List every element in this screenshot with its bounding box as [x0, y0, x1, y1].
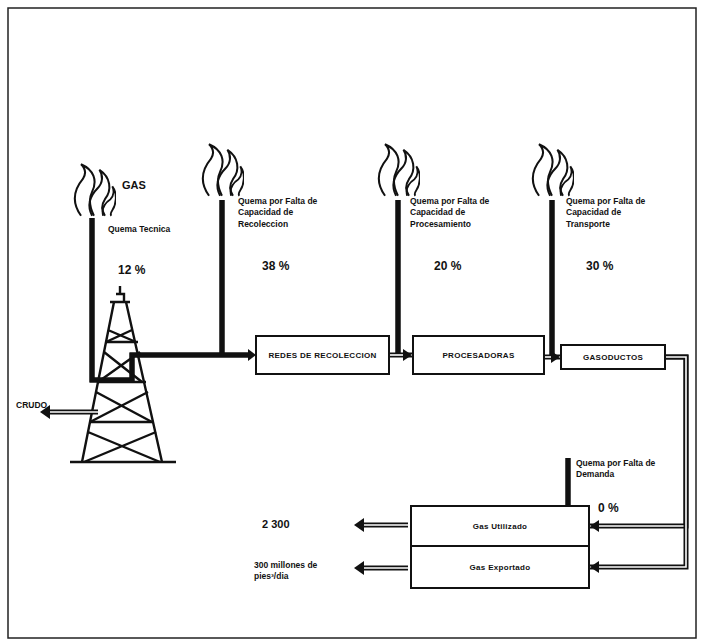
flow-label: 300 millones de pies³/dia — [254, 560, 350, 583]
flow-label: Quema por Falta de Capacidad de Procesam… — [410, 196, 506, 230]
pipe-connector — [545, 351, 560, 363]
flow-label: Quema por Falta de Capacidad de Transpor… — [566, 196, 662, 230]
box-text: PROCESADORAS — [438, 351, 518, 360]
flow-label: GAS — [122, 178, 172, 193]
percent-label: 30 % — [586, 258, 636, 274]
pipe-connector — [390, 349, 412, 361]
box-text: REDES DE RECOLECCION — [264, 351, 380, 360]
flow-label: CRUDO — [16, 400, 66, 411]
pipeline-box: GASODUCTOS — [560, 344, 666, 370]
flame-icon — [533, 144, 574, 196]
derrick — [70, 286, 176, 462]
percent-label: 38 % — [262, 258, 312, 274]
output-box: Gas Utilizado — [410, 505, 590, 547]
collection-box: REDES DE RECOLECCION — [255, 335, 390, 375]
flame-icon — [75, 164, 116, 216]
percent-label: 0 % — [598, 500, 638, 516]
flow-label: Quema Tecnica — [108, 224, 188, 235]
percent-label: 12 % — [118, 262, 168, 278]
output-arrow — [354, 518, 408, 575]
pipe-inner — [92, 200, 568, 512]
flow-label: Quema por Falta de Capacidad de Recolecc… — [238, 196, 330, 230]
percent-label: 20 % — [434, 258, 484, 274]
box-text: Gas Utilizado — [469, 522, 532, 531]
pipe — [92, 200, 568, 512]
pipe-connector — [590, 357, 686, 532]
flow-label: Quema por Falta de Demanda — [576, 458, 672, 481]
flame-icon — [379, 144, 420, 196]
flow-label: 2 300 — [262, 517, 342, 532]
box-text: GASODUCTOS — [579, 353, 647, 362]
process-box: PROCESADORAS — [412, 335, 545, 375]
flame-icon — [203, 144, 244, 196]
box-text: Gas Exportado — [466, 563, 535, 572]
output-box: Gas Exportado — [410, 545, 590, 589]
frame — [8, 8, 696, 638]
